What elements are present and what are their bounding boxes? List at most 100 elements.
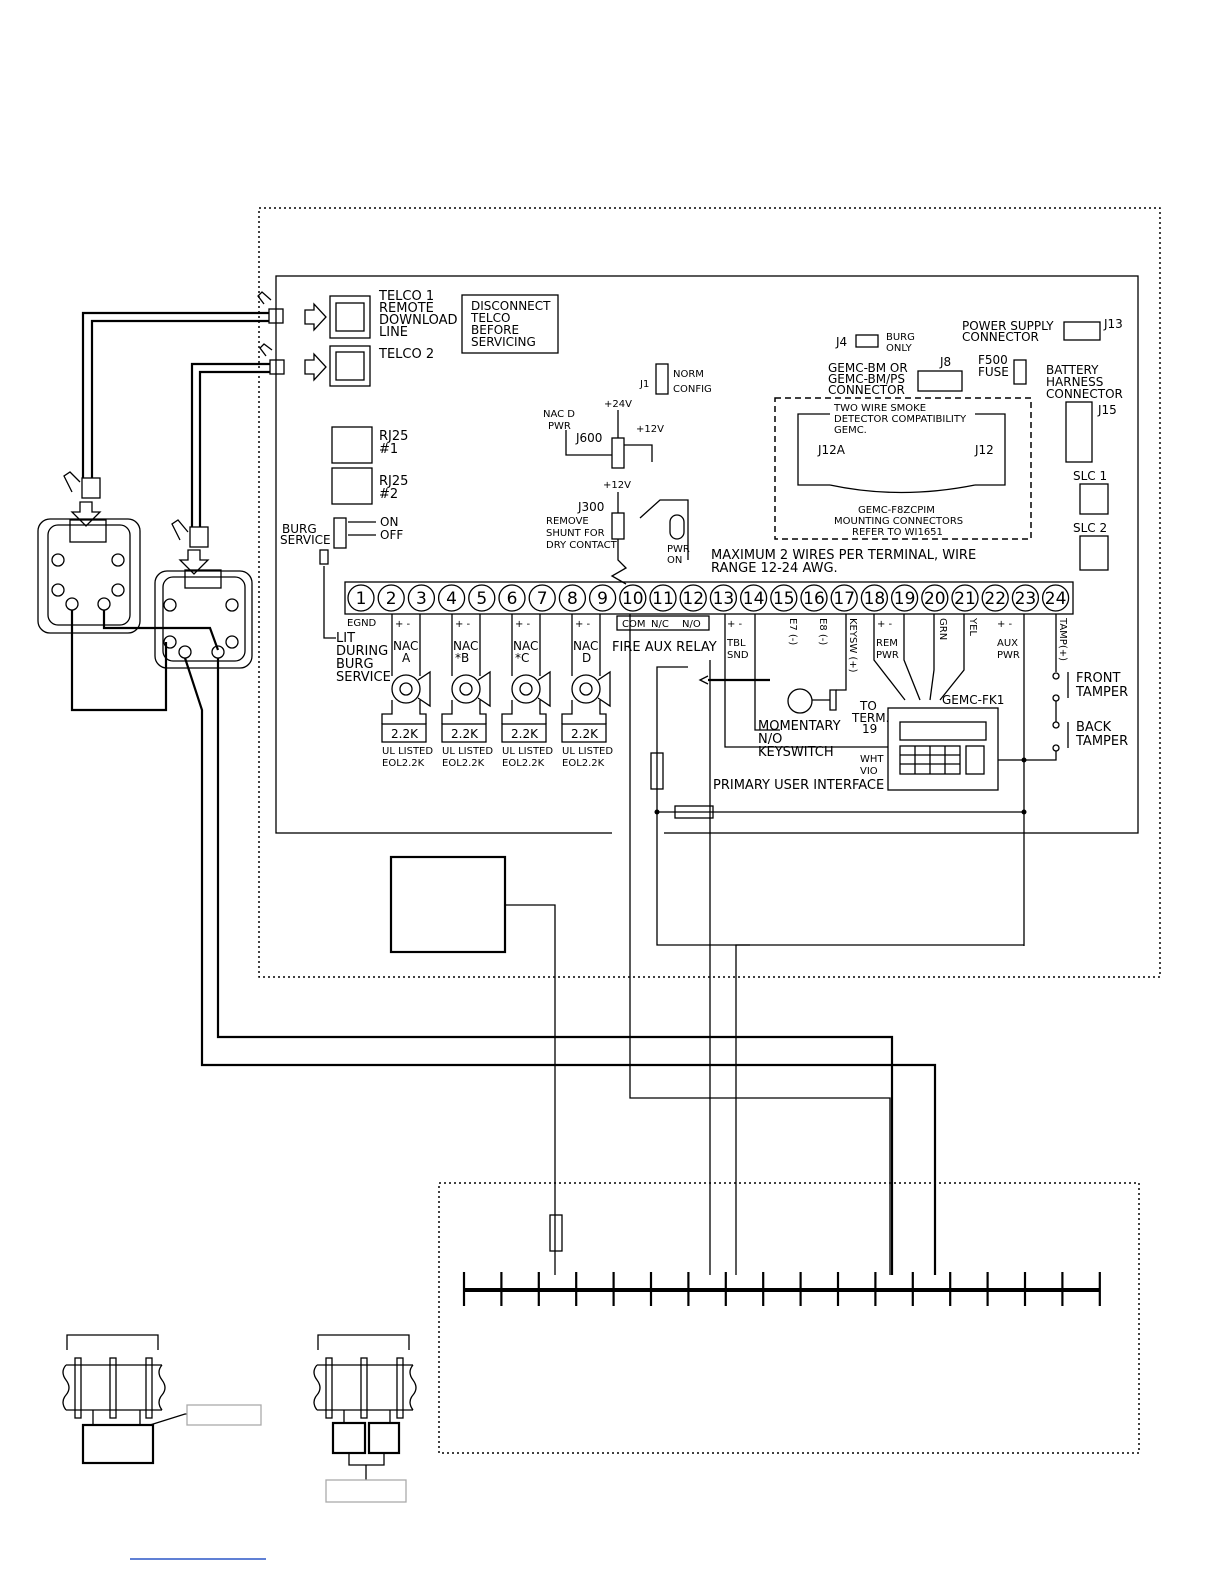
lower-resistor [549, 1214, 563, 1252]
lower-enclosure-outline [438, 1182, 1140, 1454]
keypad-device [887, 707, 999, 791]
nac-d-polarity: + - [575, 619, 591, 630]
terminal-number: 2 [386, 589, 397, 609]
terminal-number: 16 [803, 589, 825, 609]
burg-only-label: BURG [886, 332, 915, 343]
gemc-bm-label: GEMC-BM OR [828, 361, 908, 375]
e7-label: E7 (-) [787, 618, 798, 645]
nac-horn-1 [381, 614, 431, 743]
nac-c-polarity: + - [515, 619, 531, 630]
to-term-label: TERM. [851, 711, 889, 725]
pwr-on-led [669, 514, 685, 540]
front-tamper-label: FRONT [1076, 671, 1120, 686]
smoke-compat-label: GEMC. [834, 425, 867, 436]
telco2-jack [269, 345, 371, 387]
f8zcpim-label: MOUNTING CONNECTORS [834, 516, 963, 527]
j12a-connector [797, 413, 830, 486]
j4-label: J4 [835, 335, 847, 349]
rj25-1-jack [331, 426, 373, 464]
terminal-number: 4 [446, 589, 457, 609]
terminal-number: 22 [984, 589, 1006, 609]
nac-a-label: A [402, 651, 411, 665]
telco1-label: DOWNLOAD [379, 313, 458, 328]
terminal-11 [649, 584, 677, 612]
terminal-22 [981, 584, 1009, 612]
nac-horn-3 [501, 614, 551, 743]
gemc-bm-label: CONNECTOR [828, 383, 905, 397]
eol-ul-label: UL LISTED [502, 746, 553, 757]
terminal-6 [498, 584, 526, 612]
tbl-snd-label: SND [727, 650, 749, 661]
burg-service-jumper [333, 517, 347, 549]
f8zcpim-outline [774, 397, 1032, 540]
rem-pwr-label: PWR [876, 650, 899, 661]
nc-label: N/C [651, 619, 669, 630]
power-supply-label: CONNECTOR [962, 330, 1039, 344]
nac-a-label: NAC [393, 639, 418, 653]
terminal-2 [377, 584, 405, 612]
tamper-switches [1025, 614, 1069, 761]
v24-label: +24V [604, 399, 632, 410]
j600-label: J600 [575, 431, 602, 445]
eol-ul-label: UL LISTED [562, 746, 613, 757]
terminal-9 [588, 584, 617, 612]
eol-resistor-label: 2.2K [571, 727, 599, 741]
nac-b-polarity: + - [455, 619, 471, 630]
rem-pwr-label: REM [876, 638, 898, 649]
board-wiring [629, 614, 1027, 1275]
pwr-on-label: ON [667, 555, 682, 566]
smoke-compat-label: TWO WIRE SMOKE [833, 403, 926, 414]
f500-label: FUSE [978, 365, 1009, 379]
battery-label: CONNECTOR [1046, 387, 1123, 401]
yel-label: YEL [967, 617, 978, 636]
lower-terminal-bus [462, 1272, 1101, 1306]
eol-resistor [441, 723, 487, 743]
power-supply-label: POWER SUPPLY [962, 319, 1054, 333]
com-label: COM [622, 619, 645, 630]
cable-diagram-2 [313, 1334, 417, 1503]
momentary-label: KEYSWITCH [758, 745, 834, 760]
terminal-number: 3 [416, 589, 427, 609]
off-label: OFF [380, 528, 403, 542]
terminal-3 [407, 584, 436, 612]
telephone-wiring [81, 291, 273, 527]
rj31x-jack-2 [154, 519, 253, 669]
aux-pwr-label: PWR [997, 650, 1020, 661]
eol-ul-label: EOL2.2K [502, 758, 545, 769]
terminal-strip [344, 581, 1074, 615]
grn-label: GRN [937, 618, 948, 640]
telco1-jack [268, 295, 371, 339]
terminal-21 [951, 584, 979, 612]
eol-resistor-label: 2.2K [451, 727, 479, 741]
j1-jumper [655, 363, 669, 395]
j12-connector [975, 413, 1006, 486]
terminal-7 [528, 584, 556, 612]
nac-c-label: NAC [513, 639, 538, 653]
j12-label: J12 [974, 443, 994, 457]
terminal-note: MAXIMUM 2 WIRES PER TERMINAL, WIRE [711, 548, 976, 563]
rj25-2-label: #2 [379, 487, 398, 502]
eol-resistor [561, 723, 607, 743]
control-board-outline [275, 275, 1139, 834]
disconnect-label: BEFORE [471, 323, 519, 337]
cable-diagram-1 [62, 1334, 262, 1465]
telco2-label: TELCO 2 [378, 347, 434, 362]
nac-d-label: D [582, 651, 591, 665]
v12-label: +12V [636, 424, 664, 435]
nac-a-polarity: + - [395, 619, 411, 630]
terminal-19 [890, 584, 919, 612]
terminal-number: 11 [652, 589, 674, 609]
disconnect-label: SERVICING [471, 335, 536, 349]
telco1-label: LINE [379, 325, 408, 340]
terminal-number: 12 [682, 589, 704, 609]
rj25-1-label: RJ25 [379, 429, 408, 444]
nac-horn-4 [561, 614, 611, 743]
terminal-16 [800, 584, 828, 612]
disconnect-label: DISCONNECT [471, 299, 551, 313]
lit-label: SERVICE [336, 670, 391, 685]
vio-label: VIO [860, 766, 878, 777]
j15-label: J15 [1097, 403, 1117, 417]
terminal-number: 18 [864, 589, 886, 609]
to-term-label: TO [859, 699, 877, 713]
